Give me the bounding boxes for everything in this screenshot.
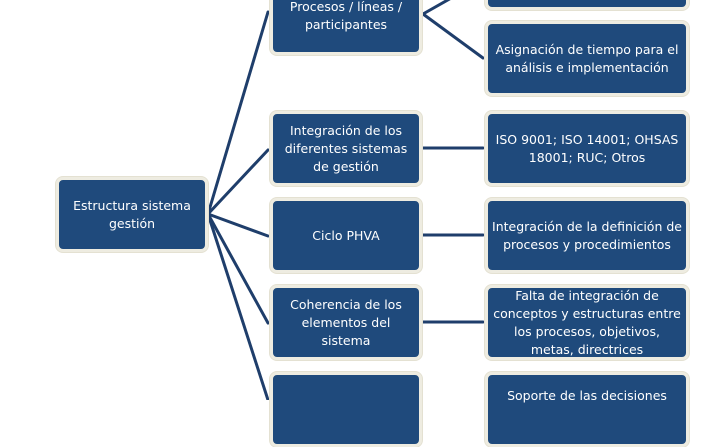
branch-node-label: Ciclo PHVA: [312, 227, 380, 243]
connector-root-to-ciclo: [206, 212, 270, 238]
branch-node-label: Integración de los diferentes sistemas d…: [284, 122, 408, 174]
leaf-node-label: Falta de integración de conceptos y estr…: [493, 287, 681, 357]
branch-node-integracion: Integración de los diferentes sistemas d…: [270, 111, 422, 186]
root-node-label: Estructura sistema gestión: [73, 197, 191, 231]
leaf-node-top-partial: [485, 0, 689, 10]
branch-node-label: Coherencia de los elementos del sistema: [290, 296, 402, 348]
connector-procesos-to-asignacion: [421, 12, 485, 60]
leaf-node-label: Asignación de tiempo para el análisis e …: [495, 41, 679, 75]
leaf-node-definicion-procesos: Integración de la definición de procesos…: [485, 198, 689, 273]
connector-root-to-procesos: [206, 10, 270, 216]
leaf-node-label: ISO 9001; ISO 14001; OHSAS 18001; RUC; O…: [495, 131, 679, 165]
connector-procesos-to-top: [421, 0, 451, 16]
root-node-estructura-sistema: Estructura sistema gestión: [56, 177, 208, 252]
branch-node-ciclo-phva: Ciclo PHVA: [270, 198, 422, 273]
branch-node-label: Procesos / líneas / participantes: [289, 0, 403, 32]
connector-root-to-coherencia: [206, 212, 270, 325]
leaf-node-falta-integracion: Falta de integración de conceptos y estr…: [485, 285, 689, 360]
connector-root-to-last: [206, 212, 270, 400]
branch-node-coherencia: Coherencia de los elementos del sistema: [270, 285, 422, 360]
leaf-node-label: Integración de la definición de procesos…: [492, 218, 682, 252]
branch-node-partial: [270, 372, 422, 447]
leaf-node-label: Soporte de las decisiones: [507, 388, 667, 403]
leaf-node-soporte-partial: Soporte de las decisiones: [485, 372, 689, 447]
branch-node-procesos: Procesos / líneas / participantes: [270, 0, 422, 55]
connector-root-to-integracion: [206, 148, 270, 216]
leaf-node-iso-standards: ISO 9001; ISO 14001; OHSAS 18001; RUC; O…: [485, 111, 689, 186]
leaf-node-asignacion-tiempo: Asignación de tiempo para el análisis e …: [485, 21, 689, 96]
connector-lines: [206, 0, 485, 400]
